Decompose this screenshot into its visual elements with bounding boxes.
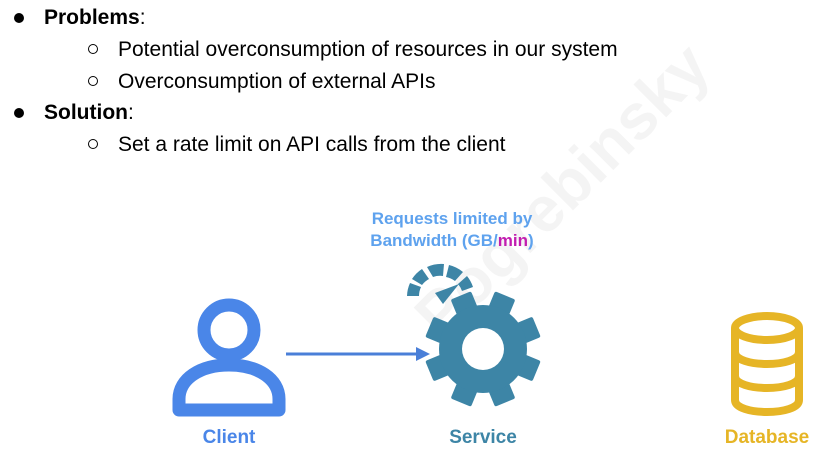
caption-line-2: Bandwidth (GB/min) [370, 231, 534, 250]
gear-icon [425, 291, 541, 407]
sub-bullet-ring [88, 76, 98, 86]
solution-item: Set a rate limit on API calls from the c… [118, 133, 506, 156]
caption-line-1: Requests limited by [371, 209, 533, 228]
rate-limit-caption: Requests limited by Bandwidth (GB/min) [322, 208, 582, 252]
bullet-dot [14, 108, 24, 118]
sub-bullet-ring [88, 44, 98, 54]
bullet-dot [14, 13, 24, 23]
request-arrow [286, 347, 430, 361]
caption-highlight: min [497, 231, 529, 250]
person-icon [172, 298, 286, 417]
database-icon [731, 312, 803, 416]
problem-item: Potential overconsumption of resources i… [118, 38, 618, 61]
problem-item: Overconsumption of external APIs [118, 70, 436, 93]
problems-heading: Problems: [44, 6, 146, 29]
client-label: Client [202, 427, 256, 448]
database-label: Database [724, 427, 810, 448]
solution-heading: Solution: [44, 101, 134, 124]
speedometer-icon [407, 263, 473, 304]
sub-bullet-ring [88, 139, 98, 149]
service-label: Service [449, 427, 517, 448]
